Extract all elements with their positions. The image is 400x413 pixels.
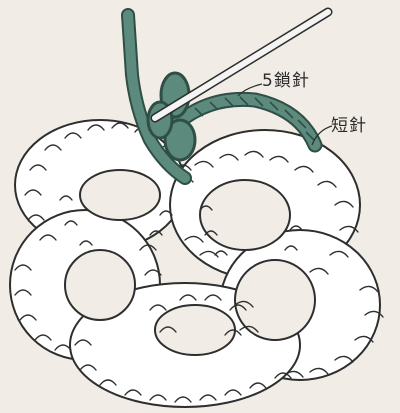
hole-top-left <box>80 170 160 220</box>
hole-top-right <box>200 180 290 250</box>
hole-left <box>65 250 135 320</box>
label-chain-stitch: 5鎖針 <box>262 73 310 90</box>
label-single-crochet: 短針 <box>331 118 367 135</box>
flower-petals <box>10 120 380 407</box>
hole-bottom <box>155 305 235 355</box>
hole-right <box>235 260 315 340</box>
